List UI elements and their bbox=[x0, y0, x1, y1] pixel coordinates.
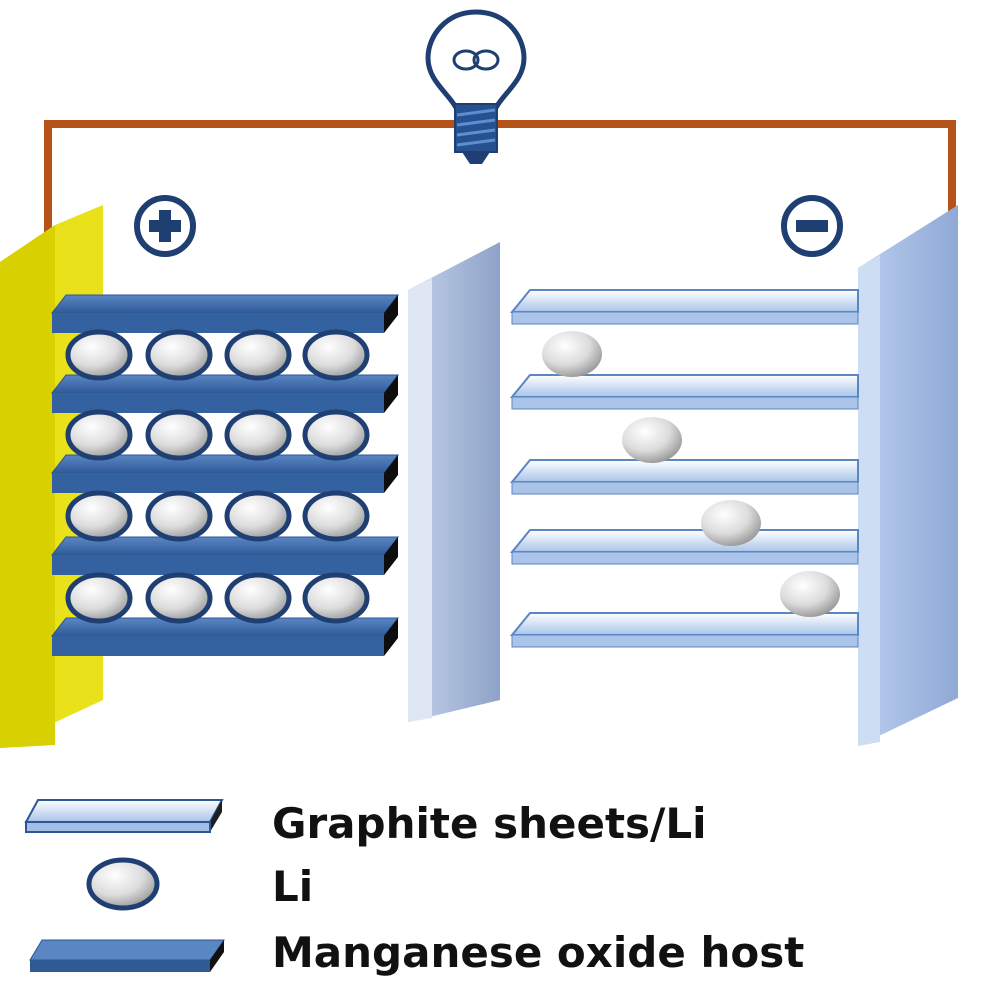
li-ion bbox=[622, 417, 682, 463]
graphite-sheet-5 bbox=[509, 612, 859, 648]
li-ions-cathode bbox=[65, 329, 370, 624]
li-ion bbox=[542, 331, 602, 377]
manganese-sheet-1 bbox=[50, 294, 400, 333]
minus-sign-icon bbox=[781, 195, 843, 257]
li-ion bbox=[302, 409, 370, 461]
li-ion bbox=[780, 571, 840, 617]
negative-collector bbox=[858, 205, 958, 746]
li-ion bbox=[224, 409, 292, 461]
plus-sign-icon bbox=[134, 195, 196, 257]
li-ion bbox=[145, 409, 213, 461]
light-bulb-icon bbox=[425, 9, 527, 164]
li-ion bbox=[145, 490, 213, 542]
graphite-sheet-1 bbox=[509, 289, 859, 325]
graphite-sheet-4 bbox=[509, 529, 859, 565]
separator bbox=[408, 242, 500, 722]
legend-manganese-label: Manganese oxide host bbox=[272, 928, 805, 977]
manganese-sheets bbox=[50, 294, 400, 656]
li-ions-anode bbox=[542, 331, 840, 617]
graphite-sheet-3 bbox=[509, 459, 859, 495]
manganese-sheet-5 bbox=[50, 617, 400, 656]
manganese-sheet-4 bbox=[50, 536, 400, 575]
li-ion bbox=[145, 329, 213, 381]
li-ion bbox=[302, 572, 370, 624]
legend-li-label: Li bbox=[272, 862, 314, 911]
manganese-sheet-3 bbox=[50, 454, 400, 493]
circuit-wire bbox=[44, 120, 956, 238]
legend-graphite-symbol bbox=[24, 799, 224, 833]
graphite-sheets bbox=[509, 289, 859, 648]
legend-manganese-symbol bbox=[29, 939, 225, 972]
graphite-sheet-2 bbox=[509, 374, 859, 410]
li-ion bbox=[65, 490, 133, 542]
li-ion bbox=[302, 490, 370, 542]
manganese-sheet-2 bbox=[50, 374, 400, 413]
li-ion bbox=[224, 572, 292, 624]
legend-graphite-label: Graphite sheets/Li bbox=[272, 799, 707, 848]
li-ion bbox=[302, 329, 370, 381]
li-ion bbox=[145, 572, 213, 624]
li-ion bbox=[65, 409, 133, 461]
li-ion bbox=[701, 500, 761, 546]
li-ion bbox=[65, 572, 133, 624]
li-ion bbox=[224, 329, 292, 381]
li-ion bbox=[65, 329, 133, 381]
li-ion bbox=[224, 490, 292, 542]
legend-li-symbol bbox=[86, 857, 160, 911]
